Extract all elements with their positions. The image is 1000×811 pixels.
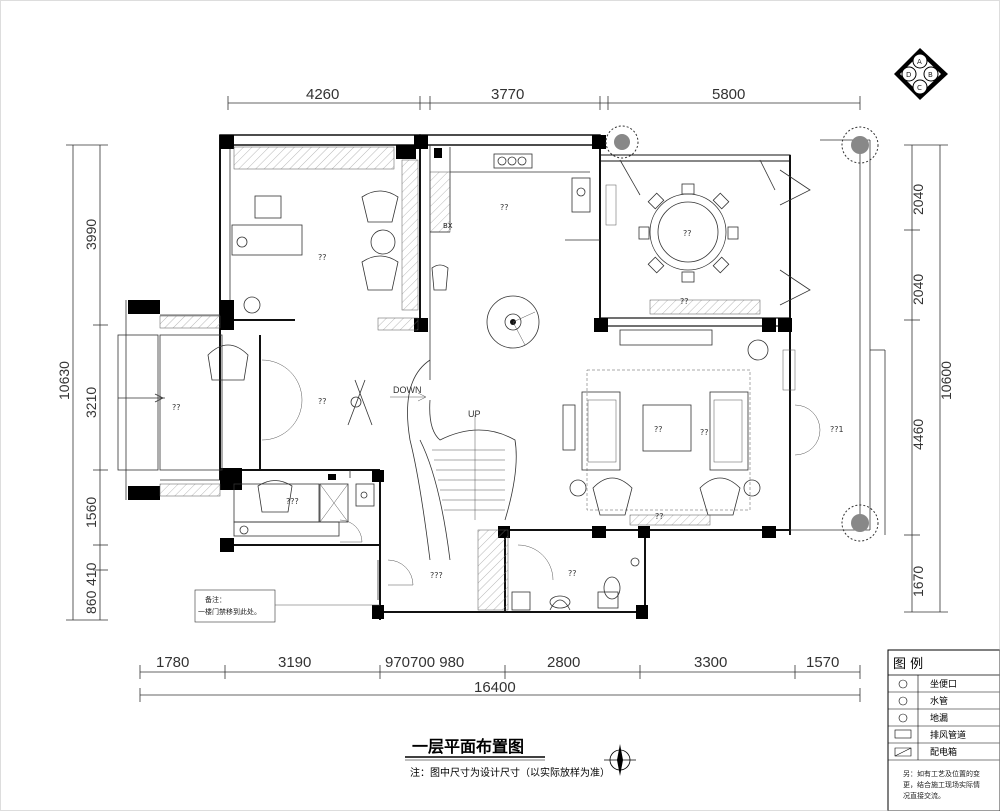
top-dim-3: 5800 <box>712 86 745 103</box>
left-dimension-chain: 3990 10630 3210 1560 860 410 <box>56 144 108 621</box>
legend-item-4: 排风管道 <box>930 729 966 741</box>
remark-body: 一楼门禁移到此处。 <box>198 607 261 616</box>
tree-icon <box>841 126 879 164</box>
bottom-dim-4: 2800 <box>547 654 580 671</box>
legend-footnote-2: 更，结合施工现场实际情 <box>903 780 980 789</box>
center-round-table <box>486 295 540 349</box>
remark-title: 备注： <box>205 595 226 604</box>
room-label-dining: ?? <box>683 229 692 238</box>
legend-item-5: 配电箱 <box>930 746 957 758</box>
right-dim-1: 2040 <box>910 184 926 215</box>
room-label-bathroom: ??? <box>286 497 299 506</box>
compass-letter-c: C <box>917 84 922 92</box>
study-room: ?? <box>231 146 419 331</box>
right-dim-4: 1670 <box>910 566 926 597</box>
room-label-kitchen: ?? <box>500 203 509 212</box>
bottom-dim-2: 3190 <box>278 654 311 671</box>
compass-letter-b: B <box>928 71 933 79</box>
room-label-terrace: ??1 <box>830 425 844 434</box>
staircase: UP <box>407 359 517 611</box>
room-label-study: ?? <box>318 253 327 262</box>
bottom-dim-3: 970700 980 <box>385 654 464 671</box>
exhaust-duct-icon <box>894 729 912 739</box>
label-up: UP <box>468 409 481 419</box>
legend-footnote-3: 况直接交流。 <box>903 791 945 800</box>
left-dim-5: 860 <box>83 590 99 614</box>
bottom-dim-total: 16400 <box>474 679 516 696</box>
outer-walls <box>219 134 886 620</box>
drawing-title-block: 一层平面布置图 注：图中尺寸为设计尺寸（以实际放样为准） <box>405 737 610 779</box>
toilet-outlet-icon <box>898 679 908 689</box>
left-dim-3: 1560 <box>83 497 99 528</box>
legend-item-1: 坐便口 <box>930 678 957 690</box>
room-label-bx: BX <box>443 222 453 230</box>
legend-item-2: 水管 <box>930 695 948 707</box>
room-label-tv: ?? <box>655 512 664 521</box>
legend-item-3: 地漏 <box>930 712 948 724</box>
distribution-box-icon <box>894 747 912 757</box>
bottom-dim-6: 1570 <box>806 654 839 671</box>
top-dim-1: 4260 <box>306 86 339 103</box>
dining-room: ?? ?? <box>619 159 811 346</box>
tree-icon <box>605 125 639 159</box>
bottom-dimension-chain: 1780 3190 970700 980 2800 3300 1570 1640… <box>139 654 861 702</box>
room-label-entry: ?? <box>172 403 181 412</box>
top-dim-2: 3770 <box>491 86 524 103</box>
legend-title: 图 例 <box>893 657 923 672</box>
water-pipe-icon <box>898 696 908 706</box>
top-dimension-chain: 4260 3770 5800 <box>227 86 861 110</box>
compass-diamond: A D B C <box>894 48 948 100</box>
label-down: DOWN <box>393 385 422 395</box>
room-label-coffee-table: ?? <box>654 425 663 434</box>
right-dimension-chain: 2040 2040 4460 1670 10600 <box>904 144 954 613</box>
legend: 图 例 坐便口 水管 地漏 排风管道 配电箱 另：如有工艺及位置的变 更，结合施… <box>887 649 1000 811</box>
right-dim-2: 2040 <box>910 274 926 305</box>
terrace-trees <box>605 125 879 542</box>
bathroom: ??? <box>233 470 375 543</box>
left-dim-total: 10630 <box>56 361 72 400</box>
foyer: ?? ?? DOWN <box>172 344 427 441</box>
room-label-stair-room: ??? <box>430 571 443 580</box>
room-label-living: ?? <box>700 428 709 437</box>
tree-icon <box>841 504 879 542</box>
room-label-sideboard: ?? <box>680 297 689 306</box>
left-dim-2: 3210 <box>83 387 99 418</box>
drawing-note: 注：图中尺寸为设计尺寸（以实际放样为准） <box>410 766 610 779</box>
left-dim-4: 410 <box>83 562 99 586</box>
north-arrow-icon <box>604 744 636 776</box>
compass-letter-d: D <box>906 71 911 79</box>
floor-drain-icon <box>898 713 908 723</box>
kitchen: BX ?? <box>429 147 617 291</box>
room-label-foyer: ?? <box>318 397 327 406</box>
room-label-toilet: ?? <box>568 569 577 578</box>
left-dim-1: 3990 <box>83 219 99 250</box>
bottom-dim-5: 3300 <box>694 654 727 671</box>
legend-footnote-1: 另：如有工艺及位置的变 <box>903 769 980 778</box>
compass-letter-a: A <box>917 58 922 66</box>
drawing-title: 一层平面布置图 <box>412 737 524 756</box>
lower-rooms: ??? ?? <box>377 544 640 611</box>
remark-note: 备注： 一楼门禁移到此处。 <box>194 589 380 623</box>
bottom-dim-1: 1780 <box>156 654 189 671</box>
entry-porch <box>117 300 223 500</box>
right-dim-3: 4460 <box>910 419 926 450</box>
living-room: ?? ?? ?? ??1 <box>562 339 844 526</box>
right-dim-total: 10600 <box>938 361 954 400</box>
structural-columns <box>128 135 792 619</box>
